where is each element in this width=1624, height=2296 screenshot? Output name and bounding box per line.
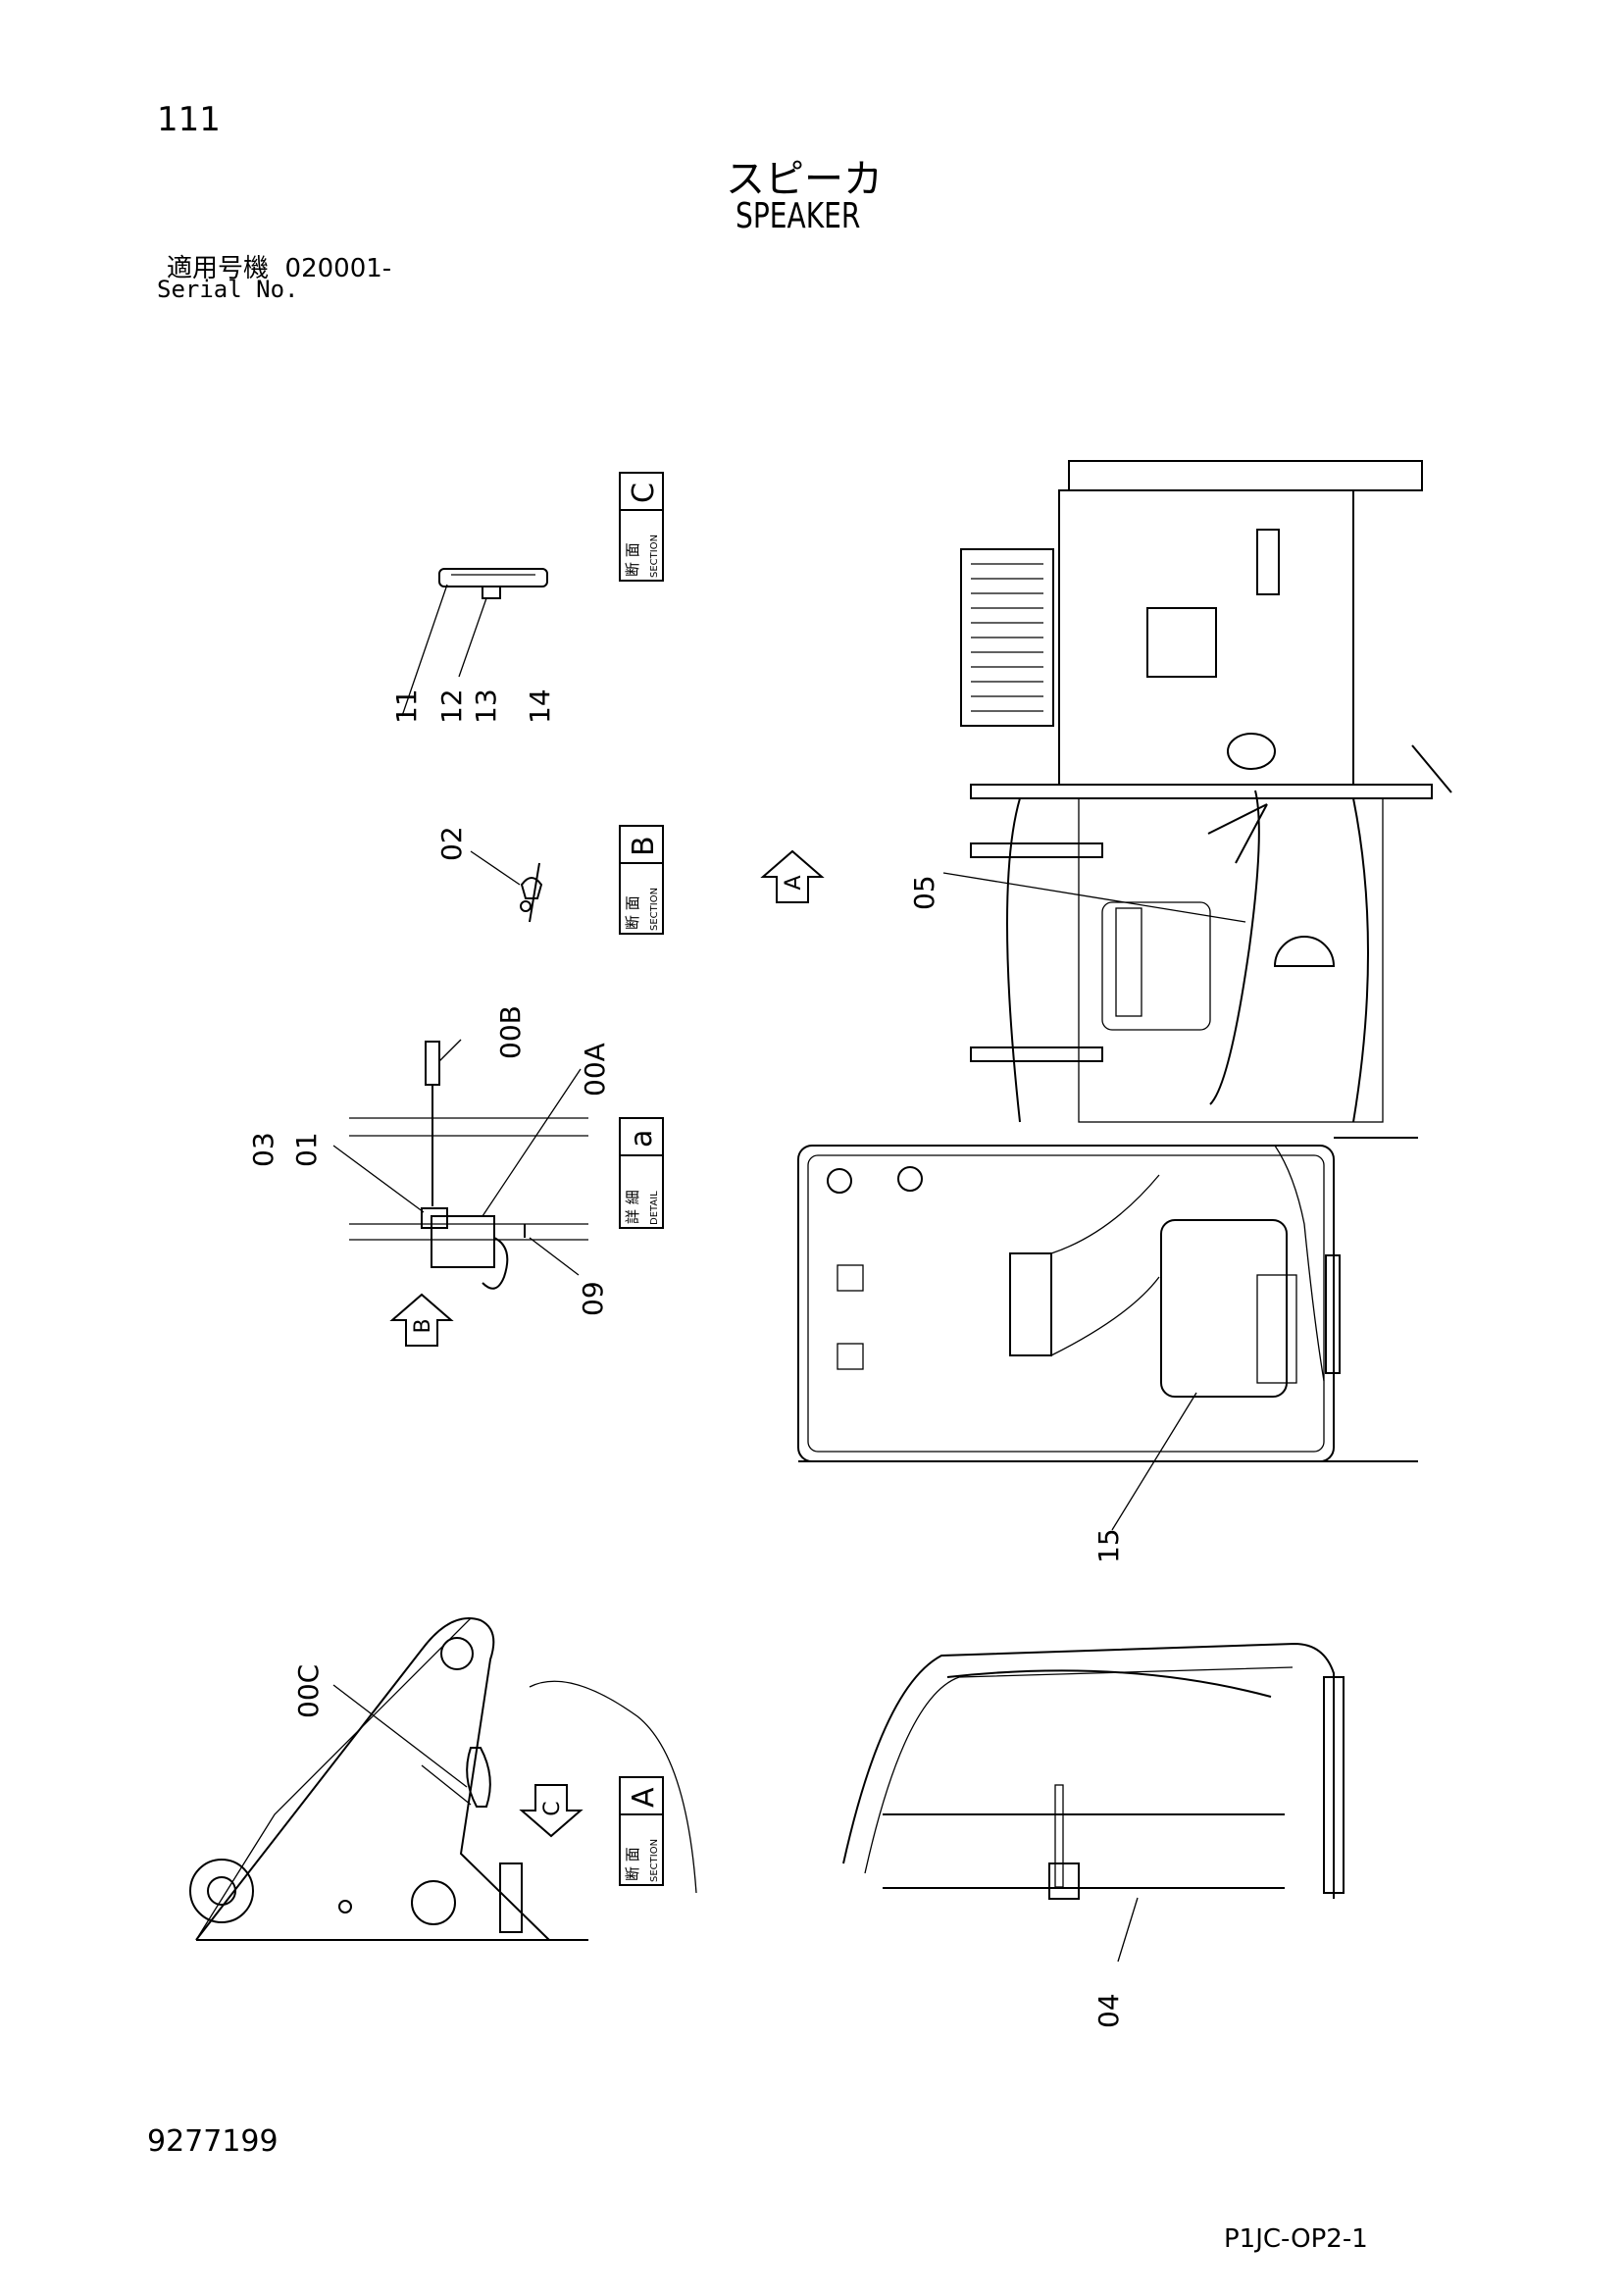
callout-03: 03 bbox=[247, 1132, 279, 1167]
svg-text:02: 02 bbox=[435, 826, 468, 861]
view-arrow-c: C bbox=[519, 1784, 584, 1838]
svg-text:00A: 00A bbox=[579, 1043, 611, 1097]
svg-text:15: 15 bbox=[1092, 1528, 1125, 1563]
callout-11: 11 bbox=[390, 689, 423, 724]
page-number: 111 bbox=[157, 100, 221, 139]
svg-text:B: B bbox=[411, 1318, 435, 1333]
callout-00A: 00A bbox=[579, 1043, 611, 1097]
cab-floor-top-view bbox=[797, 1137, 1418, 1462]
svg-text:a: a bbox=[625, 1130, 659, 1148]
callout-02: 02 bbox=[435, 826, 468, 861]
callout-00B: 00B bbox=[494, 1005, 527, 1059]
svg-text:04: 04 bbox=[1092, 1993, 1125, 2028]
radiator-fins bbox=[971, 563, 1043, 712]
title-japanese: スピーカ bbox=[726, 157, 883, 202]
svg-text:断 面: 断 面 bbox=[624, 542, 641, 577]
svg-text:B: B bbox=[627, 836, 661, 856]
svg-text:01: 01 bbox=[290, 1132, 323, 1167]
callout-14: 14 bbox=[524, 689, 556, 724]
section-c-speaker bbox=[401, 568, 548, 717]
svg-text:12: 12 bbox=[435, 689, 468, 724]
svg-text:13: 13 bbox=[470, 689, 502, 724]
svg-text:C: C bbox=[627, 483, 661, 503]
svg-text:断 面: 断 面 bbox=[624, 895, 641, 930]
footer-code: P1JC-OP2-1 bbox=[1224, 2224, 1368, 2254]
section-a-cab-corner bbox=[189, 1617, 697, 1941]
svg-text:14: 14 bbox=[524, 689, 556, 724]
svg-text:SECTION: SECTION bbox=[649, 1839, 660, 1882]
callout-04: 04 bbox=[1092, 1993, 1125, 2028]
serial-label-english: Serial No. bbox=[157, 276, 299, 303]
svg-text:C: C bbox=[540, 1801, 565, 1815]
callout-12: 12 bbox=[435, 689, 468, 724]
svg-text:11: 11 bbox=[390, 689, 423, 724]
svg-text:詳 細: 詳 細 bbox=[624, 1190, 641, 1224]
view-arrow-a: A bbox=[760, 849, 825, 903]
svg-text:00B: 00B bbox=[494, 1005, 527, 1059]
section-b-clip bbox=[470, 850, 543, 923]
callout-01: 01 bbox=[290, 1132, 323, 1167]
svg-text:SECTION: SECTION bbox=[649, 888, 660, 931]
callout-13: 13 bbox=[470, 689, 502, 724]
svg-text:09: 09 bbox=[577, 1281, 609, 1316]
callout-15: 15 bbox=[1092, 1528, 1125, 1563]
svg-text:DETAIL: DETAIL bbox=[649, 1191, 660, 1225]
svg-text:05: 05 bbox=[908, 875, 940, 910]
title-english: SPEAKER bbox=[736, 196, 861, 236]
section-label-b: 断 面 SECTION B bbox=[619, 825, 664, 935]
svg-text:SECTION: SECTION bbox=[649, 535, 660, 578]
leader-15 bbox=[1111, 1392, 1197, 1531]
detail-label-a: 詳 細 DETAIL a bbox=[619, 1117, 664, 1229]
cab-frame-front bbox=[842, 1642, 1345, 1963]
callout-09: 09 bbox=[577, 1281, 609, 1316]
detail-a-harness bbox=[332, 1039, 588, 1290]
callout-05: 05 bbox=[908, 875, 940, 910]
svg-text:A: A bbox=[782, 875, 806, 890]
view-arrow-b: B bbox=[389, 1293, 454, 1347]
section-label-c: 断 面 SECTION C bbox=[619, 472, 664, 582]
serial-label-japanese: 適用号機 020001- bbox=[167, 254, 392, 283]
machine-frame-top-view bbox=[960, 460, 1452, 1123]
section-label-a: 断 面 SECTION A bbox=[619, 1776, 664, 1886]
svg-text:断 面: 断 面 bbox=[624, 1847, 641, 1881]
svg-text:03: 03 bbox=[247, 1132, 279, 1167]
svg-text:A: A bbox=[627, 1787, 661, 1808]
leader-05 bbox=[942, 872, 1246, 923]
document-number: 9277199 bbox=[147, 2124, 279, 2159]
callout-00C: 00C bbox=[292, 1664, 325, 1718]
svg-text:00C: 00C bbox=[292, 1664, 325, 1718]
